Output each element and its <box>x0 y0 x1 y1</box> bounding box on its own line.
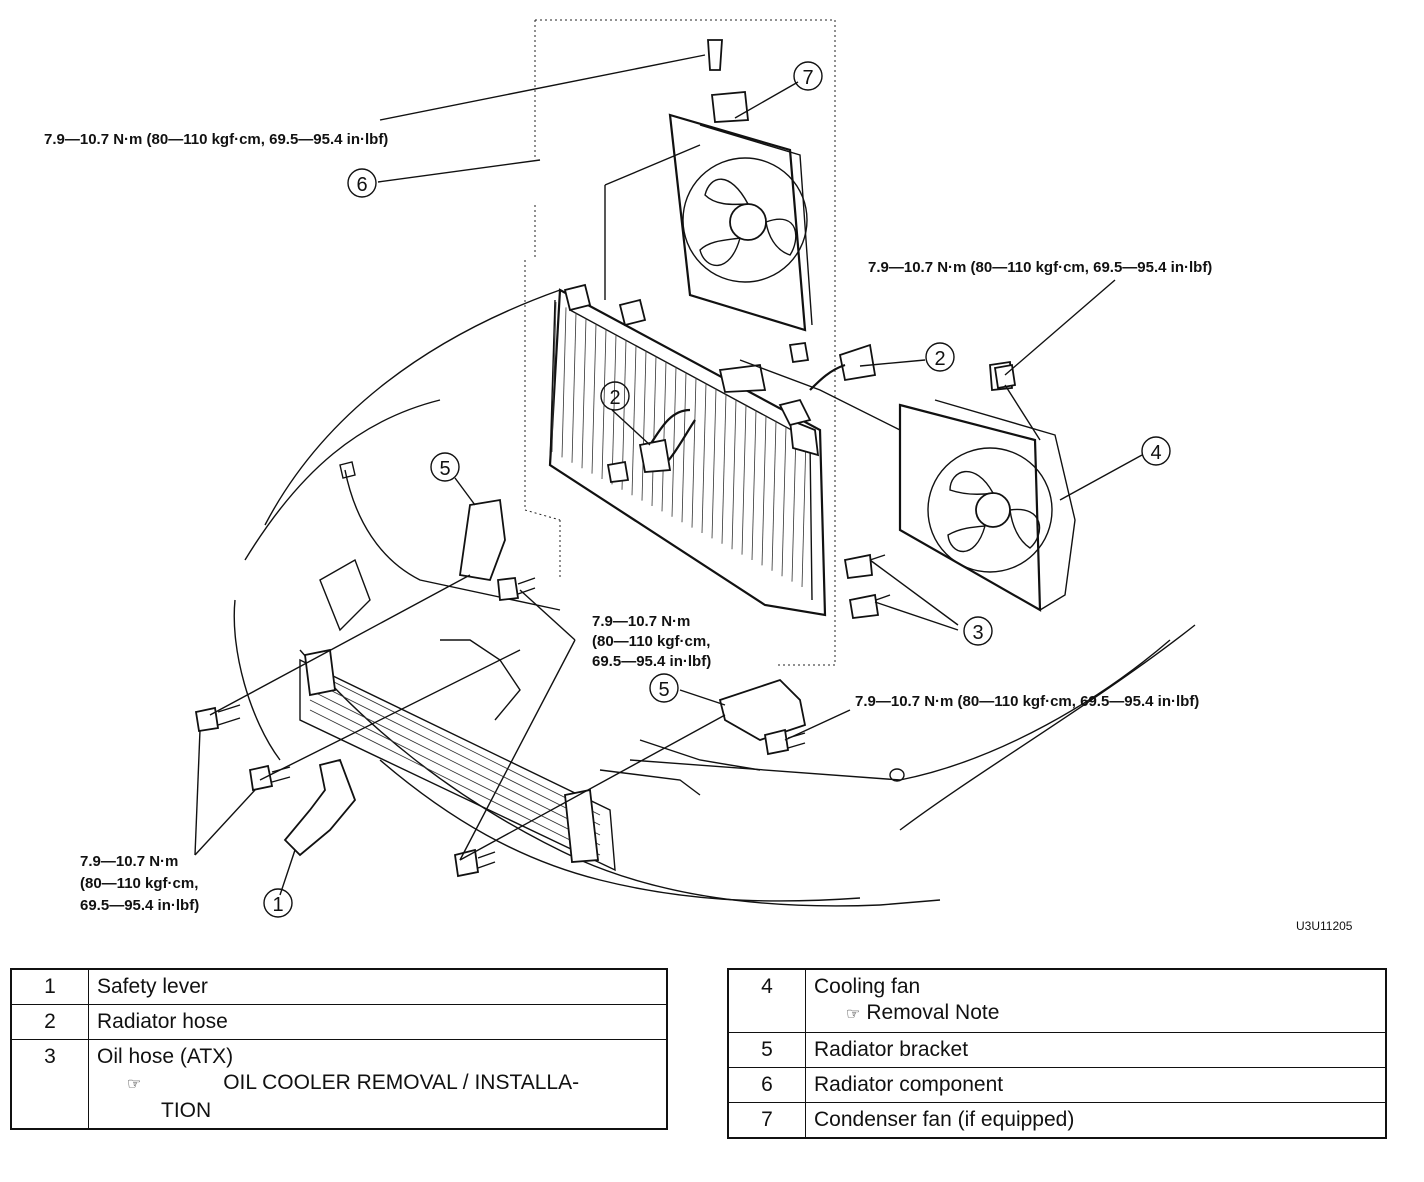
legend-table-right: 4 Cooling fan ☞ Removal Note 5 Radiator b… <box>727 968 1387 1139</box>
component-group-outline <box>524 19 836 666</box>
radiator-fin <box>661 361 667 512</box>
radiator-fin <box>731 399 737 550</box>
legend-reference[interactable]: ☞ OIL COOLER REMOVAL / INSTALLA- <box>97 1070 658 1098</box>
bolts <box>194 363 1017 878</box>
radiator-fin <box>651 355 657 507</box>
legend-reference-link-cont[interactable]: TION <box>161 1099 212 1122</box>
legend-name: Condenser fan (if equipped) <box>805 1102 1387 1139</box>
legend-reference-link[interactable]: OIL COOLER REMOVAL / INSTALLA- <box>223 1071 580 1094</box>
legend-cell: Oil hose (ATX) ☞ OIL COOLER REMOVAL / IN… <box>88 1039 668 1130</box>
torque-spec-top: 7.9—10.7 N·m (80—110 kgf·cm, 69.5—95.4 i… <box>44 131 388 148</box>
legend-name: Oil hose (ATX) <box>97 1045 234 1068</box>
torque-spec-cooling-fan: 7.9—10.7 N·m (80—110 kgf·cm, 69.5—95.4 i… <box>868 259 1212 276</box>
torque-spec-center-line1: 7.9—10.7 N·m <box>592 613 690 630</box>
callout-4: 4 <box>1150 442 1161 464</box>
legend-row: 5 Radiator bracket <box>727 1032 1387 1068</box>
vehicle-body-outline <box>233 289 1196 907</box>
legend-row: 1 Safety lever <box>10 968 668 1005</box>
radiator-fin <box>741 404 747 555</box>
legend-row: 3 Oil hose (ATX) ☞ OIL COOLER REMOVAL / … <box>10 1039 668 1130</box>
radiator-brackets <box>458 498 807 741</box>
legend-number: 7 <box>727 1102 806 1139</box>
radiator-fin <box>641 350 647 501</box>
callout-2-upper: 2 <box>934 348 945 370</box>
radiator-fin <box>771 420 777 571</box>
radiator-fin <box>561 307 567 458</box>
safety-lever <box>283 758 357 857</box>
torque-spec-left-line1: 7.9—10.7 N·m <box>80 853 178 870</box>
torque-spec-left-line3: 69.5—95.4 in·lbf) <box>80 897 199 914</box>
torque-spec-bracket: 7.9—10.7 N·m (80—110 kgf·cm, 69.5—95.4 i… <box>855 693 1199 710</box>
torque-labels: 7.9—10.7 N·m (80—110 kgf·cm, 69.5—95.4 i… <box>44 131 1353 933</box>
legend-reference[interactable]: ☞ Removal Note <box>814 1000 1377 1028</box>
radiator-fin <box>711 388 717 539</box>
radiator-fin <box>591 323 597 474</box>
torque-spec-left-line2: (80—110 kgf·cm, <box>80 875 198 892</box>
legend-number: 1 <box>10 968 89 1005</box>
legend-name: Safety lever <box>88 968 668 1005</box>
legend-number: 5 <box>727 1032 806 1068</box>
oil-hoses <box>843 553 891 619</box>
radiator-fin <box>751 409 757 561</box>
legend-name: Radiator hose <box>88 1004 668 1040</box>
callout-5-left: 5 <box>439 458 450 480</box>
callout-5-right: 5 <box>658 679 669 701</box>
legend-row: 2 Radiator hose <box>10 1004 668 1040</box>
callout-markers: 7 6 2 2 4 5 3 5 1 <box>263 61 1171 918</box>
cooling-fan <box>898 360 1076 612</box>
pointing-hand-icon: ☞ <box>846 1006 861 1023</box>
legend-number: 3 <box>10 1039 89 1130</box>
legend-name: Cooling fan <box>814 975 921 998</box>
figure-code: U3U11205 <box>1296 919 1353 933</box>
legend-table-left: 1 Safety lever 2 Radiator hose 3 Oil hos… <box>10 968 668 1130</box>
callout-1: 1 <box>272 894 283 916</box>
radiator-fin <box>761 415 767 566</box>
radiator-fin <box>691 377 697 528</box>
radiator-fin <box>801 436 807 588</box>
callout-6: 6 <box>356 174 367 196</box>
legend-name: Radiator bracket <box>805 1032 1387 1068</box>
callout-3: 3 <box>972 622 983 644</box>
legend-number: 4 <box>727 968 806 1033</box>
condenser-fan <box>668 39 813 332</box>
radiator-fin <box>551 301 557 453</box>
legend-row: 6 Radiator component <box>727 1067 1387 1103</box>
legend-number: 6 <box>727 1067 806 1103</box>
radiator-fin <box>671 366 677 517</box>
radiator-fin <box>571 312 577 463</box>
radiator <box>548 283 827 617</box>
radiator-fin <box>791 431 797 582</box>
legend-cell: Cooling fan ☞ Removal Note <box>805 968 1387 1033</box>
leader-lines <box>194 54 1143 896</box>
legend-name: Radiator component <box>805 1067 1387 1103</box>
radiator-fin <box>681 372 687 523</box>
radiator-fin <box>581 318 587 469</box>
callout-7: 7 <box>802 67 813 89</box>
front-grille <box>299 648 616 872</box>
radiator-fin <box>631 345 637 496</box>
radiator-fin <box>701 382 707 534</box>
legend-row: 4 Cooling fan ☞ Removal Note <box>727 968 1387 1033</box>
radiator-hoses <box>606 341 877 483</box>
radiator-fin <box>781 426 787 577</box>
torque-spec-center-line2: (80—110 kgf·cm, <box>592 633 710 650</box>
exploded-view-diagram: 7 6 2 2 4 5 3 5 1 7.9—10.7 N·m (80—110 k… <box>44 19 1353 933</box>
pointing-hand-icon: ☞ <box>127 1076 142 1093</box>
torque-spec-center-line3: 69.5—95.4 in·lbf) <box>592 653 711 670</box>
callout-2-lower: 2 <box>609 387 620 409</box>
legend-reference-link[interactable]: Removal Note <box>866 1001 1000 1024</box>
radiator-fin <box>721 393 727 544</box>
legend-row: 7 Condenser fan (if equipped) <box>727 1102 1387 1139</box>
legend-number: 2 <box>10 1004 89 1040</box>
